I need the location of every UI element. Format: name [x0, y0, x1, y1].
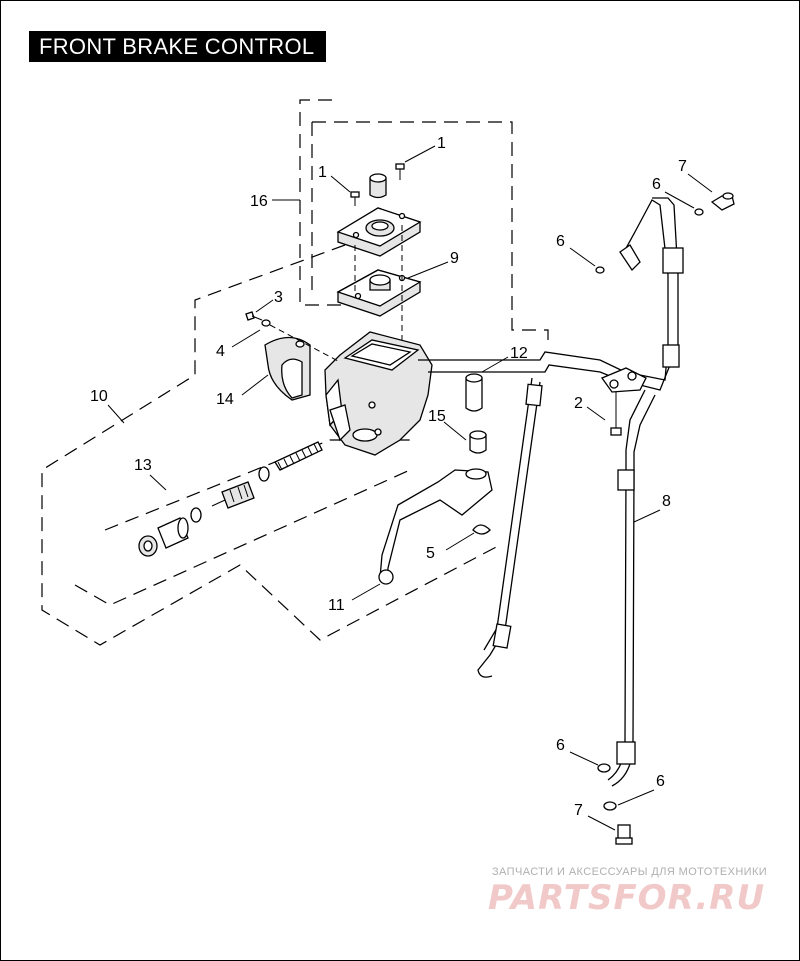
callout-12: 12	[510, 345, 528, 362]
lower-brake-hose-part-8	[477, 377, 656, 787]
callout-8: 8	[662, 493, 671, 510]
title-bar: FRONT BRAKE CONTROL	[29, 31, 326, 62]
callout-7-lower: 7	[574, 802, 583, 819]
screw-part-1b	[395, 163, 405, 180]
washer-part-6-upper-a	[694, 208, 704, 216]
washer-part-6-lower-a	[597, 763, 611, 773]
diaphragm-part-9	[336, 269, 422, 317]
banjo-bolt-part-7-lower	[615, 824, 633, 845]
screw-part-1a	[350, 191, 360, 206]
callout-6-upper-b: 6	[556, 233, 565, 250]
banjo-bolt-part-7-upper	[710, 192, 735, 211]
hose-clamp-bracket	[600, 367, 647, 393]
callout-3: 3	[274, 289, 283, 306]
callout-15: 15	[428, 408, 446, 425]
callout-7-upper: 7	[678, 158, 687, 175]
callout-4: 4	[216, 343, 225, 360]
callout-10: 10	[90, 388, 108, 405]
callout-6-lower-a: 6	[556, 737, 565, 754]
callout-11: 11	[328, 597, 345, 614]
callout-16: 16	[250, 193, 268, 210]
watermark-caption: ЗАПЧАСТИ И АКСЕССУАРЫ ДЛЯ МОТОТЕХНИКИ	[492, 866, 768, 878]
callout-13: 13	[134, 457, 152, 474]
washer-part-4	[261, 319, 271, 327]
leader-lines	[107, 145, 713, 831]
retaining-ring-part-5	[472, 524, 491, 535]
callout-2: 2	[574, 395, 583, 412]
clamp-part-14	[264, 336, 311, 401]
assembly-13-boundary	[74, 439, 415, 606]
washer-part-6-lower-b	[603, 801, 617, 811]
master-cylinder-body	[324, 331, 433, 456]
watermark-logo: PARTSFOR.RU	[488, 878, 766, 918]
washer-part-6-upper-b	[595, 266, 605, 274]
vent-plug	[369, 173, 387, 199]
bracket-screw-part-2	[610, 392, 622, 436]
fitting-cover-part-12	[465, 373, 483, 412]
spring-piston-assembly-part-13	[138, 441, 323, 557]
callout-1a: 1	[318, 164, 327, 181]
callout-6-lower-b: 6	[656, 773, 665, 790]
callout-5: 5	[426, 545, 435, 562]
callout-9: 9	[450, 250, 459, 267]
callout-14: 14	[216, 391, 234, 408]
reservoir-cover	[336, 207, 422, 257]
clamp-screw-part-3	[245, 311, 263, 321]
callout-1b: 1	[437, 135, 446, 152]
upper-brake-line	[418, 197, 684, 391]
callout-6-upper-a: 6	[652, 176, 661, 193]
assembly-10-boundary	[41, 244, 501, 646]
pivot-bushing-part-15	[469, 430, 487, 454]
page-title: FRONT BRAKE CONTROL	[39, 34, 315, 59]
assembly-16-boundary	[299, 99, 549, 345]
brake-lever-part-11	[378, 468, 493, 585]
